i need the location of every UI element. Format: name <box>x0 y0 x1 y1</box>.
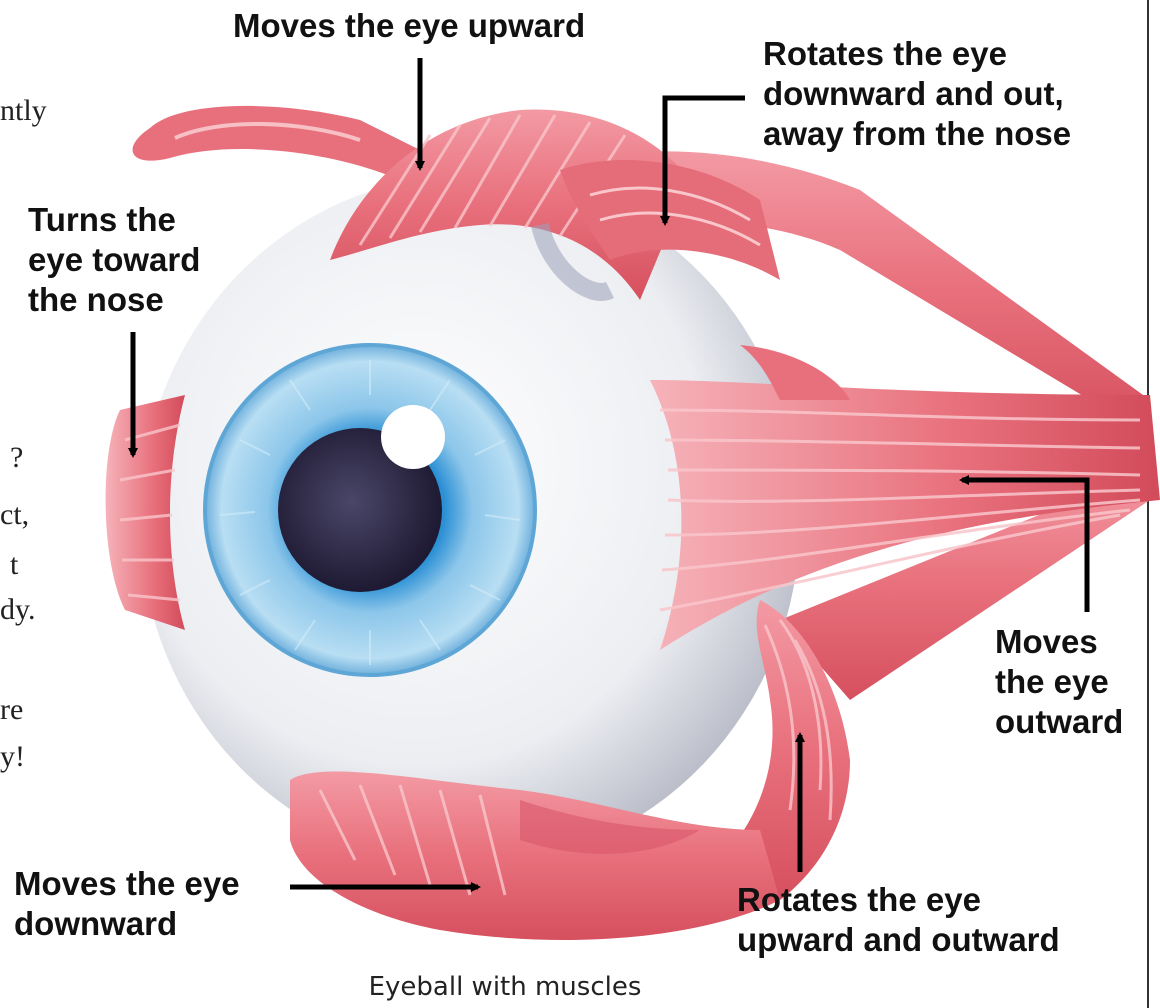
label-line: Turns the <box>28 200 200 240</box>
figure-caption: Eyeball with muscles <box>0 972 1010 1002</box>
label-line: away from the nose <box>763 114 1071 154</box>
label-lateral-rectus: Moves the eye outward <box>995 622 1123 742</box>
label-inferior-oblique: Rotates the eye upward and outward <box>737 880 1060 960</box>
label-line: upward and outward <box>737 920 1060 960</box>
label-superior-oblique: Rotates the eye downward and out, away f… <box>763 34 1071 154</box>
label-line: the nose <box>28 280 200 320</box>
label-line: Rotates the eye <box>763 34 1071 74</box>
label-line: eye toward <box>28 240 200 280</box>
label-line: Moves <box>995 622 1123 662</box>
label-line: outward <box>995 702 1123 742</box>
label-line: downward and out, <box>763 74 1071 114</box>
label-line: downward <box>14 904 240 944</box>
label-line: Moves the eye upward <box>233 6 585 46</box>
label-inferior-rectus: Moves the eye downward <box>14 864 240 944</box>
label-medial-rectus: Turns the eye toward the nose <box>28 200 200 320</box>
label-line: Rotates the eye <box>737 880 1060 920</box>
label-line: the eye <box>995 662 1123 702</box>
label-line: Moves the eye <box>14 864 240 904</box>
label-superior-rectus: Moves the eye upward <box>233 6 585 46</box>
inferior-rectus-muscle <box>290 771 780 940</box>
eye-highlight <box>381 405 445 469</box>
